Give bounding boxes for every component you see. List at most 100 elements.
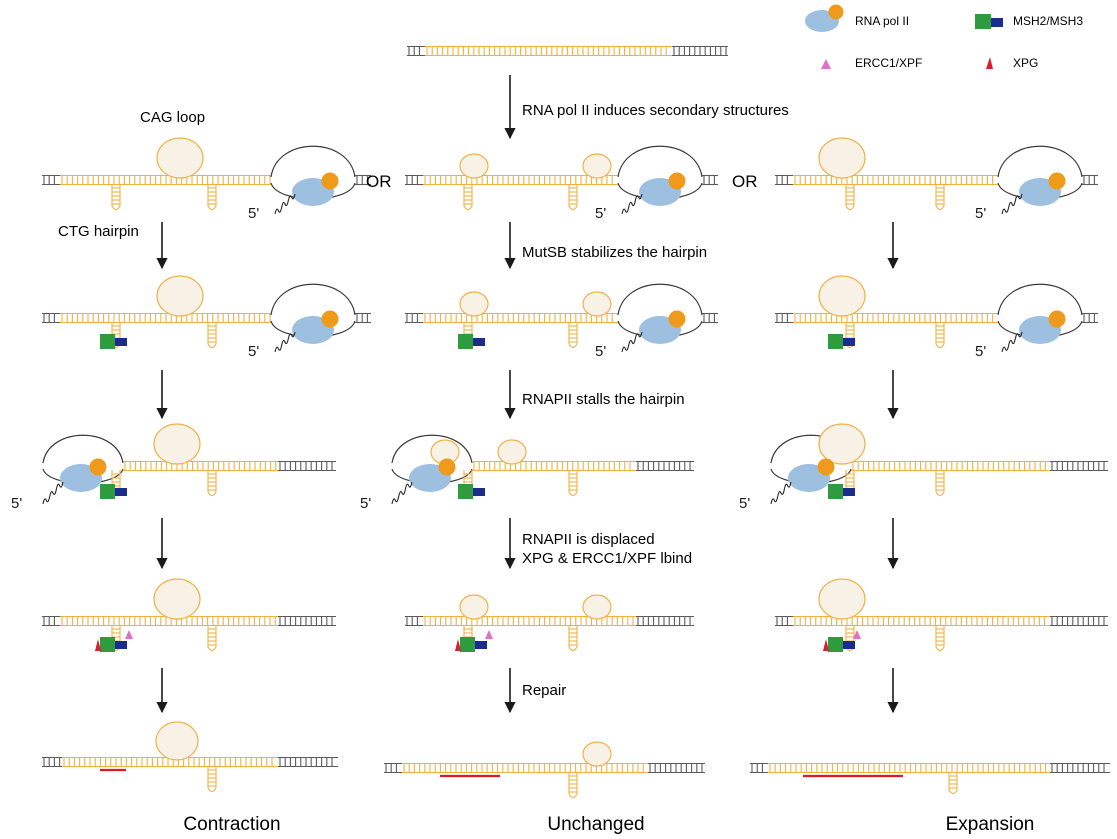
gray-end-right <box>278 462 336 471</box>
cag-loop-1 <box>460 154 488 178</box>
repeat-duplex <box>60 314 271 323</box>
rna-pol-ii <box>60 459 107 493</box>
gray-end-left <box>384 764 402 773</box>
ctg-hairpin-2 <box>569 184 577 210</box>
rna-pol-ii <box>1019 311 1066 345</box>
rna-transcript <box>622 194 642 214</box>
dna-initial <box>407 47 728 56</box>
rna-pol-ii <box>292 173 339 207</box>
repeat-duplex <box>851 462 1050 471</box>
gray-end-right <box>1050 764 1110 773</box>
gray-end-left <box>775 176 793 185</box>
outcome-contraction: Contraction <box>183 814 280 835</box>
outcome-unchanged: Unchanged <box>547 814 644 835</box>
row1-middle: 5' <box>405 146 718 222</box>
gray-end-left <box>42 758 62 767</box>
rna-transcript <box>771 482 791 504</box>
legend-xpg-label: XPG <box>1013 56 1038 70</box>
gray-end-left <box>407 47 425 56</box>
cag-loop-1 <box>819 138 865 178</box>
row3-right: 5' <box>739 424 1108 512</box>
msh2-msh3-complex <box>100 637 127 652</box>
rna-pol-ii <box>292 311 339 345</box>
repeat-duplex <box>423 176 618 185</box>
five-prime-label: 5' <box>739 495 750 512</box>
ctg-hairpin <box>569 772 577 798</box>
five-prime-label: 5' <box>248 205 259 222</box>
gray-end-right <box>672 47 728 56</box>
rna-transcript <box>275 332 295 352</box>
ctg-hairpin-2 <box>569 470 577 496</box>
outcome-unchanged-structure <box>384 742 705 798</box>
cag-loop-2 <box>583 292 611 316</box>
cag-loop-1 <box>819 276 865 316</box>
ctg-hairpin-1 <box>112 184 120 210</box>
ctg-hairpin-2 <box>936 625 944 651</box>
step-label-2: MutSB stabilizes the hairpin <box>522 244 707 261</box>
repeat-duplex <box>123 462 278 471</box>
repeat-duplex <box>60 176 271 185</box>
repeat-duplex <box>793 314 998 323</box>
row1-left: 5' <box>42 138 371 222</box>
outcome-contraction-structure <box>42 722 338 792</box>
cag-loop-2 <box>583 595 611 619</box>
repeat-duplex <box>793 176 998 185</box>
cag-loop-1 <box>819 424 865 464</box>
gray-end-right <box>636 462 694 471</box>
repeat-duplex <box>472 462 636 471</box>
msh2-msh3-complex <box>100 334 127 349</box>
cag-loop <box>156 722 198 760</box>
five-prime-label: 5' <box>595 205 606 222</box>
gray-end-right <box>702 176 718 185</box>
cag-loop-2 <box>498 440 526 464</box>
gray-end-right <box>278 617 336 626</box>
gray-end-right <box>1082 314 1098 323</box>
rna-pol-ii <box>639 173 686 207</box>
five-prime-label: 5' <box>360 495 371 512</box>
outcome-expansion-structure <box>750 764 1110 794</box>
row4-left <box>42 579 336 652</box>
step-label-3: RNAPII stalls the hairpin <box>522 391 685 408</box>
cag-loop-1 <box>819 579 865 619</box>
gray-end-left <box>405 314 423 323</box>
step-label-4a: RNAPII is displaced <box>522 531 655 548</box>
rna-pol-ii <box>788 459 835 493</box>
legend-xpg-icon <box>986 57 993 69</box>
gray-end-right <box>636 617 694 626</box>
cag-loop-1 <box>154 579 200 619</box>
rna-transcript <box>1002 194 1022 214</box>
legend-rna-pol-icon <box>805 5 844 33</box>
or-label-2: OR <box>732 172 758 191</box>
ctg-hairpin-2 <box>936 470 944 496</box>
step-label-5: Repair <box>522 682 566 699</box>
repeat-duplex <box>425 47 672 56</box>
row2-right: 5' <box>775 276 1098 360</box>
rna-pol-ii <box>1019 173 1066 207</box>
gray-end-left <box>42 617 60 626</box>
ctg-hairpin <box>208 766 216 792</box>
gray-end-left <box>775 617 793 626</box>
gray-end-right <box>1050 617 1108 626</box>
ctg-hairpin-2 <box>208 322 216 348</box>
cag-loop-1 <box>157 138 203 178</box>
msh2-msh3-complex <box>458 484 485 499</box>
ctg-hairpin-2 <box>208 184 216 210</box>
five-prime-label: 5' <box>595 343 606 360</box>
rna-transcript <box>392 482 412 504</box>
repeat-duplex <box>402 764 648 773</box>
cag-loop-2 <box>583 154 611 178</box>
cag-loop-1 <box>157 276 203 316</box>
or-label-1: OR <box>366 172 392 191</box>
rna-pol-ii <box>409 459 456 493</box>
ctg-hairpin-1 <box>464 184 472 210</box>
rna-transcript <box>275 194 295 214</box>
ctg-hairpin <box>949 772 957 794</box>
cag-loop-1 <box>460 292 488 316</box>
row3-middle: 5' <box>360 435 694 512</box>
repeat-duplex <box>768 764 1050 773</box>
five-prime-label: 5' <box>11 495 22 512</box>
ctg-hairpin-2 <box>936 322 944 348</box>
rna-pol-ii <box>639 311 686 345</box>
gray-end-right <box>278 758 338 767</box>
